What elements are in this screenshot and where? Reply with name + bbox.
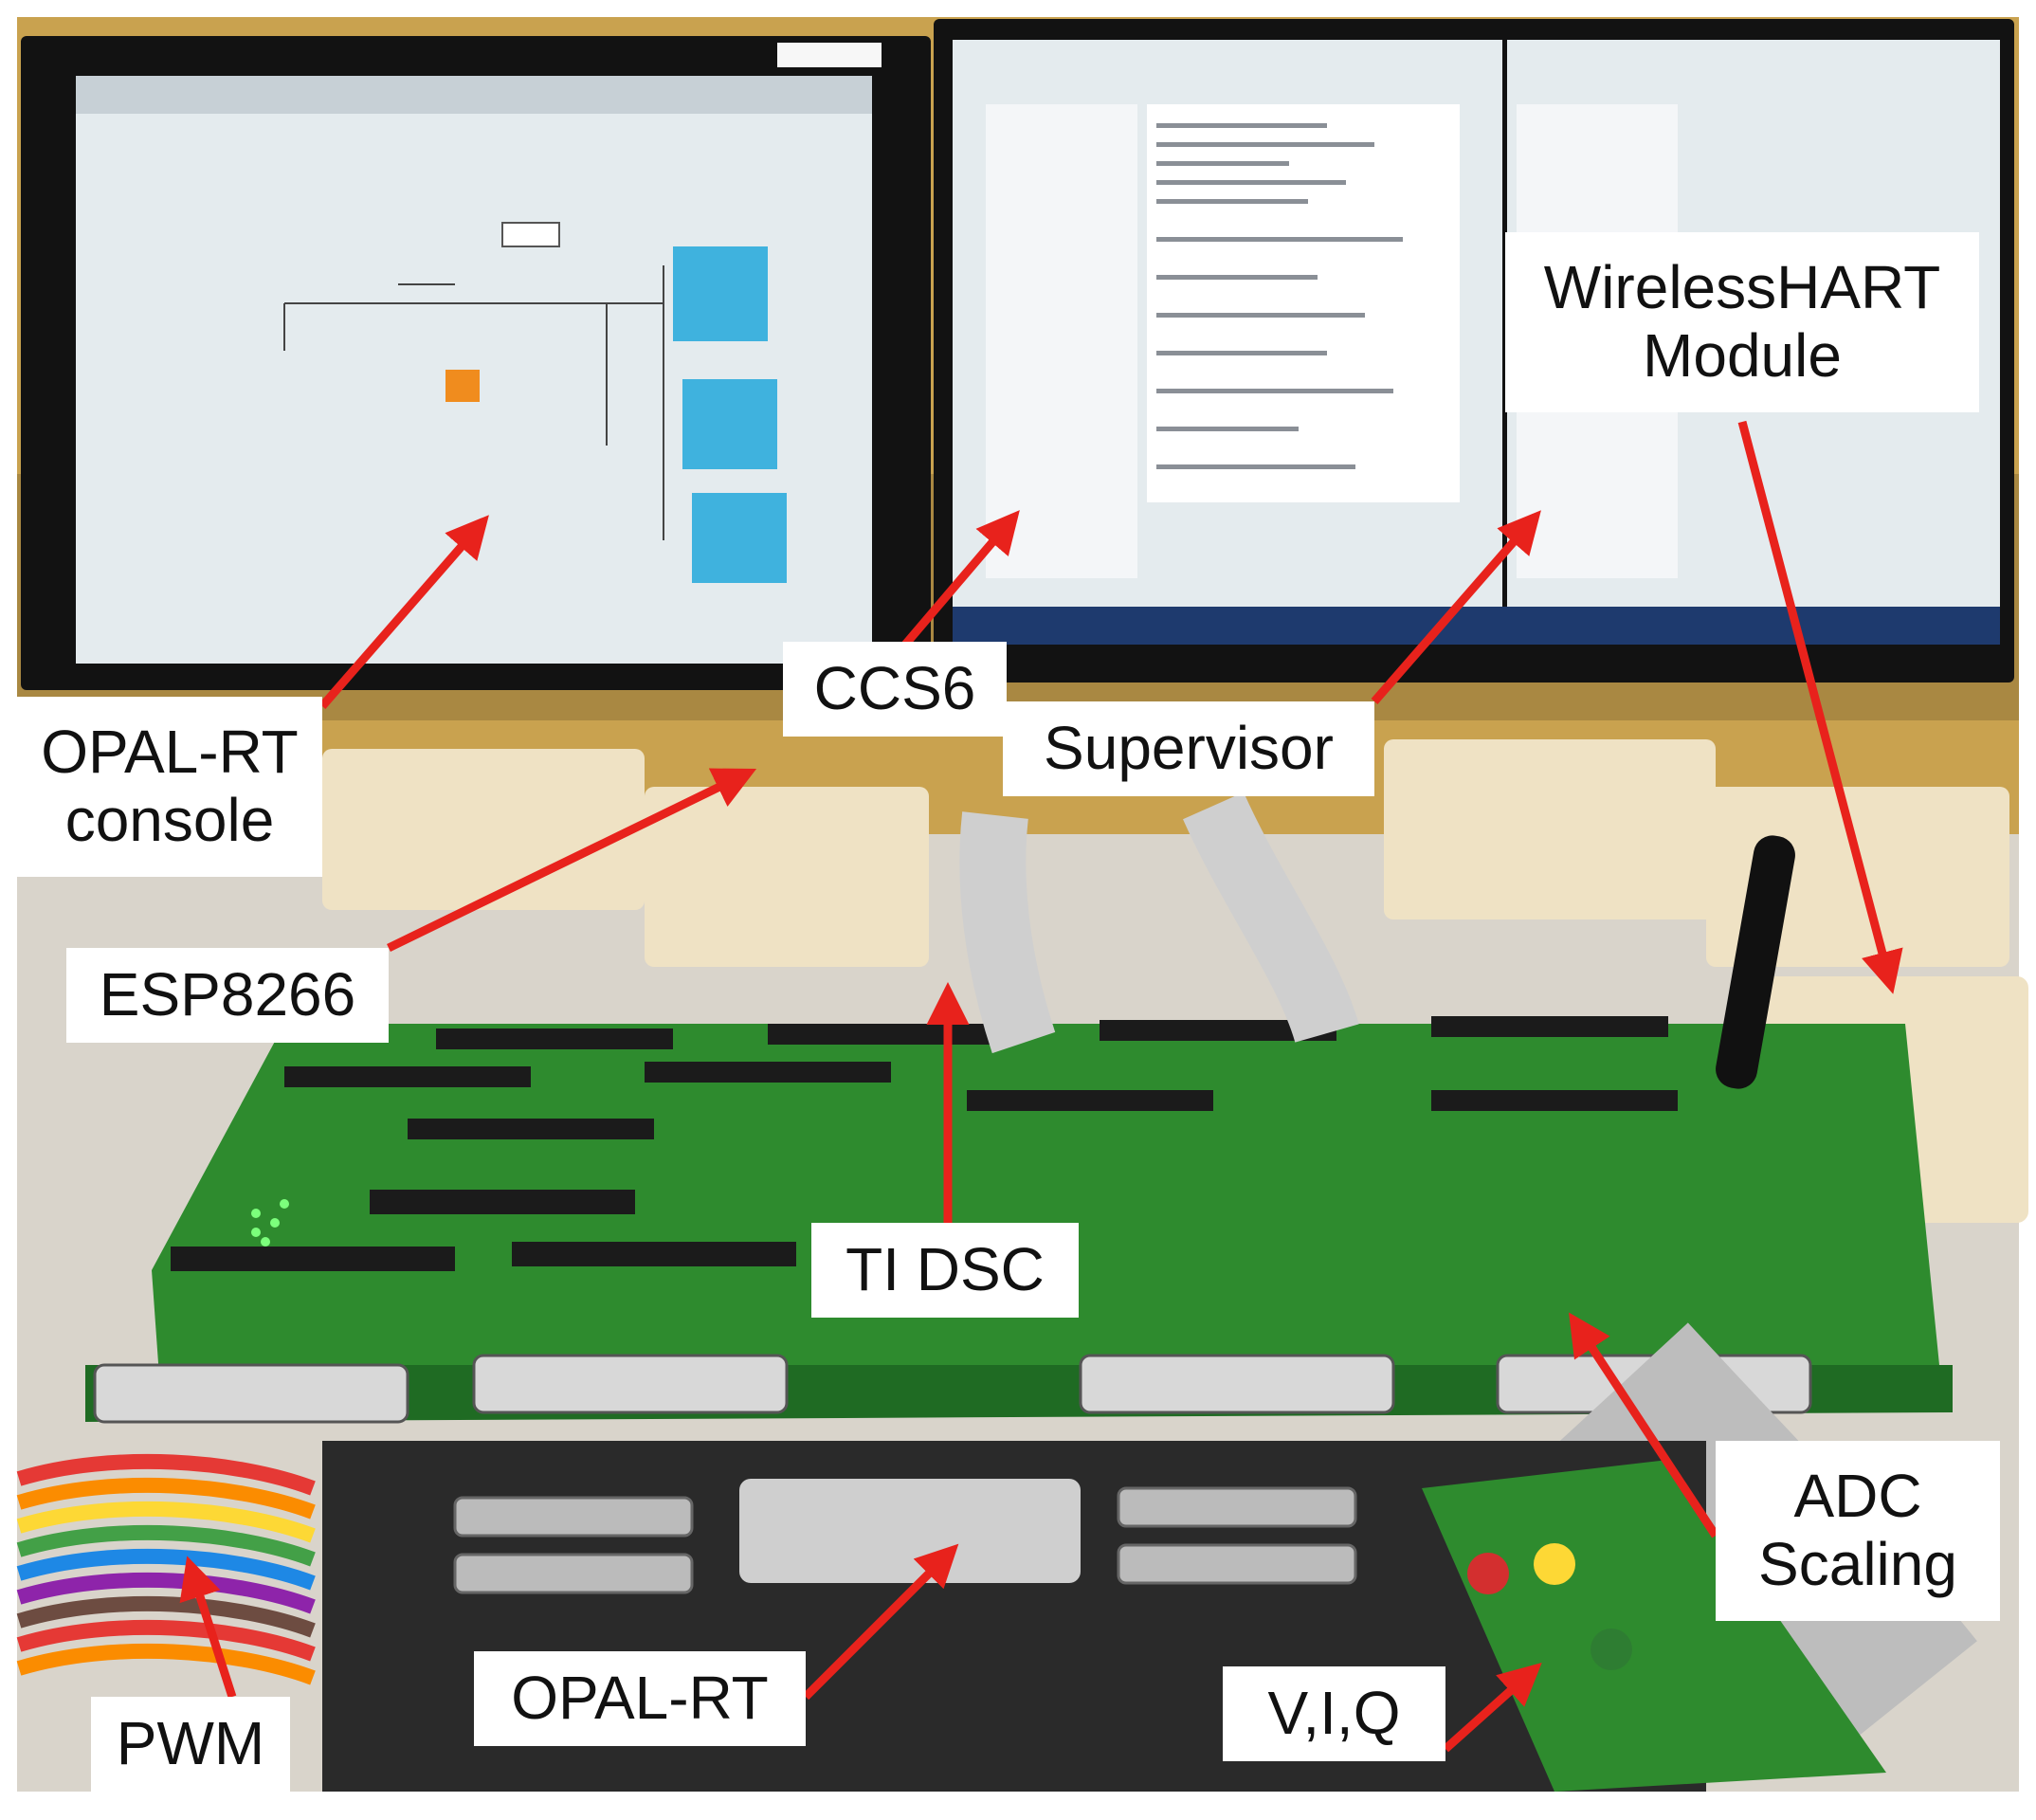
arrow-esp8266 (387, 768, 757, 953)
label-wirelesshart-module: WirelessHART Module (1505, 232, 1979, 412)
label-esp8266: ESP8266 (66, 948, 389, 1043)
label-adc-scaling: ADC Scaling (1716, 1441, 2000, 1621)
arrow-viq (1442, 1662, 1542, 1753)
label-opal-rt: OPAL-RT (474, 1651, 806, 1746)
arrow-supervisor (1371, 510, 1541, 704)
arrow-adc-scaling (1569, 1312, 1719, 1538)
label-ccs6: CCS6 (783, 642, 1007, 737)
status-leds (251, 1199, 289, 1247)
main-pcb (85, 1016, 1953, 1424)
pointer-arrows (179, 420, 1903, 1753)
arrow-ccs6 (901, 510, 1020, 647)
arrow-pwm (179, 1556, 237, 1699)
label-pwm: PWM (91, 1697, 290, 1792)
arrow-wirelesshart (1737, 420, 1903, 994)
simulink-block (692, 493, 787, 583)
label-ti-dsc: TI DSC (811, 1223, 1079, 1318)
label-viq: V,I,Q (1223, 1666, 1445, 1761)
label-opal-rt-console: OPAL-RT console (17, 697, 322, 877)
left-monitor (21, 36, 931, 690)
arrow-opal-rt-console (318, 515, 489, 709)
arrow-opal-rt (802, 1543, 959, 1701)
label-supervisor: Supervisor (1003, 701, 1374, 796)
simulink-block (682, 379, 777, 469)
rainbow-ribbon-cable (16, 1453, 316, 1685)
dsub-connectors (93, 1354, 1812, 1424)
viq-breakout-board (1422, 1460, 1886, 1792)
code-lines (1156, 123, 1403, 469)
antenna (1716, 835, 1795, 1089)
pin-headers (171, 1016, 1678, 1271)
simulink-block (673, 246, 768, 341)
